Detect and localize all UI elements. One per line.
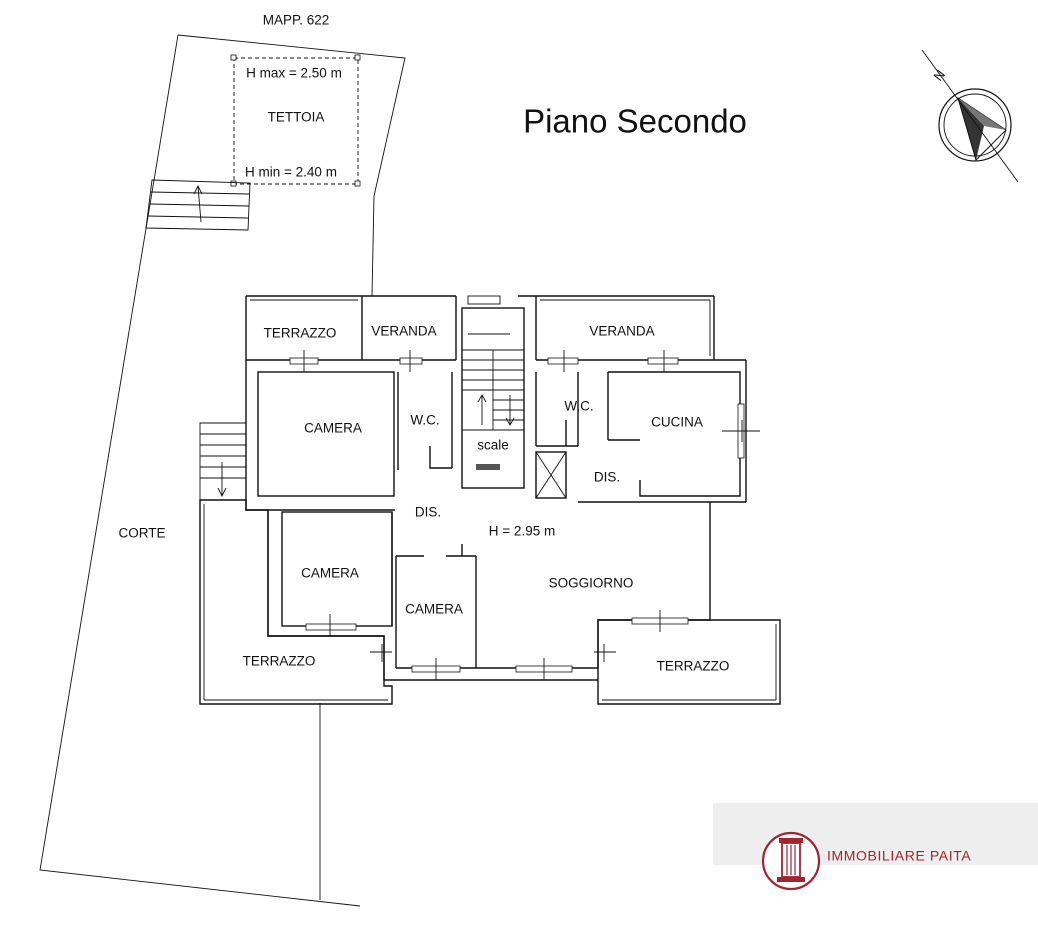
brand-name: IMMOBILIARE PAITA <box>827 848 971 864</box>
outdoor-stairs-top <box>145 179 251 231</box>
room-wc-right: W.C. <box>564 399 593 414</box>
tettoia-outline <box>230 54 361 187</box>
north-arrow-icon: N <box>921 49 1019 183</box>
room-veranda-right: VERANDA <box>589 324 654 339</box>
area-corte: CORTE <box>118 526 165 541</box>
room-terrazzo-left: TERRAZZO <box>243 654 316 669</box>
room-camera-mid: CAMERA <box>301 566 359 581</box>
parcel-label: MAPP. 622 <box>263 13 330 28</box>
column-logo-icon <box>761 831 821 891</box>
room-scale: scale <box>477 438 509 453</box>
tettoia-label: TETTOIA <box>268 110 325 125</box>
tettoia-h-min: H min = 2.40 m <box>245 165 337 180</box>
room-wc-left: W.C. <box>410 413 439 428</box>
room-veranda-left: VERANDA <box>371 324 436 339</box>
brand-panel: IMMOBILIARE PAITA <box>713 803 1038 891</box>
room-soggiorno: SOGGIORNO <box>549 576 634 591</box>
compass-letter: N <box>930 67 948 84</box>
building-walls <box>199 295 781 705</box>
room-dis-right: DIS. <box>594 470 620 485</box>
room-dis-center: DIS. <box>415 505 441 520</box>
room-terrazzo-top: TERRAZZO <box>264 326 337 341</box>
site-boundary <box>39 34 406 907</box>
window-markers <box>289 350 760 680</box>
room-camera-bottom: CAMERA <box>405 602 463 617</box>
tettoia-h-max: H max = 2.50 m <box>246 66 342 81</box>
room-terrazzo-right: TERRAZZO <box>657 659 730 674</box>
height-note: H = 2.95 m <box>489 524 555 539</box>
room-cucina: CUCINA <box>651 415 703 430</box>
page-title: Piano Secondo <box>523 103 747 140</box>
room-camera-top: CAMERA <box>304 421 362 436</box>
